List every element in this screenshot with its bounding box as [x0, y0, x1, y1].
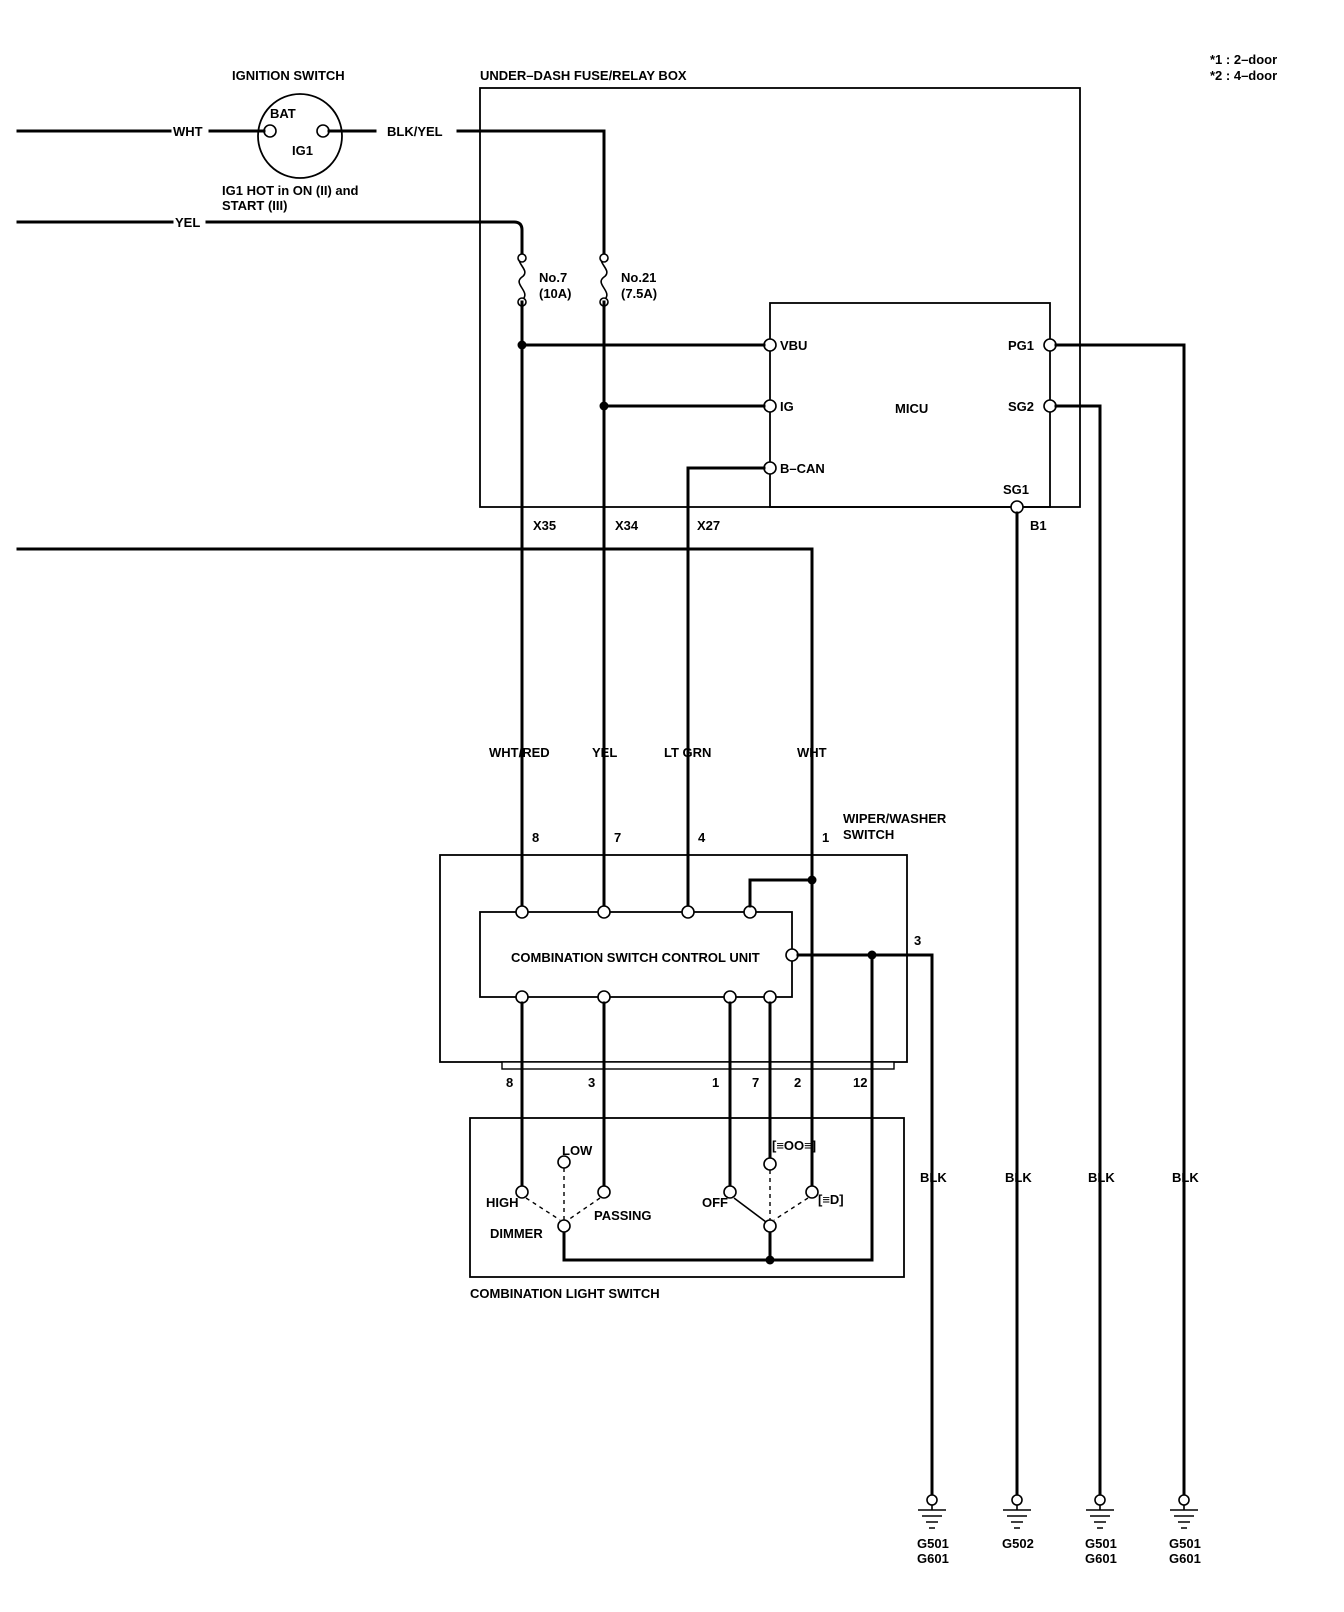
wiper-pin-top-4: 4 [698, 830, 706, 845]
wiper-washer-switch: WIPER/WASHER SWITCH 8 7 4 1 3 COMBINATIO… [439, 811, 947, 1090]
wiper-pin-bottom-1: 1 [712, 1075, 719, 1090]
wire-label-blk-1: BLK [920, 1170, 947, 1185]
wire-label-wht2: WHT [797, 745, 827, 760]
ground-g502: G502 [1002, 1494, 1034, 1551]
wiper-switch-title-1: WIPER/WASHER [843, 811, 947, 826]
wiper-pin-top-8: 8 [532, 830, 539, 845]
parking-light-icon: [≡OO≡] [772, 1138, 816, 1153]
wire-label-yel: YEL [175, 215, 200, 230]
fuse-no7-rating: (10A) [539, 286, 572, 301]
connector-x27: X27 [697, 518, 720, 533]
ignition-switch-title: IGNITION SWITCH [232, 68, 345, 83]
wire-label-blk-4: BLK [1172, 1170, 1199, 1185]
wire-label-wht: WHT [173, 124, 203, 139]
wiper-pin-bottom-12: 12 [853, 1075, 867, 1090]
light-switch-high: HIGH [486, 1195, 519, 1210]
ground-label-4b: G601 [1169, 1551, 1201, 1566]
light-switch-low: LOW [562, 1143, 593, 1158]
wiper-switch-title-2: SWITCH [843, 827, 894, 842]
headlight-icon: [≡D] [818, 1192, 844, 1207]
pin-vbu: VBU [780, 338, 807, 353]
connector-x34: X34 [615, 518, 639, 533]
micu-label: MICU [895, 401, 928, 416]
connector-x35: X35 [533, 518, 556, 533]
light-switch-dimmer: DIMMER [490, 1226, 543, 1241]
wire-label-blk-yel: BLK/YEL [387, 124, 443, 139]
fuse-no7-name: No.7 [539, 270, 567, 285]
wire-pg1-ground [1054, 343, 1186, 1500]
light-switch-off: OFF [702, 1195, 728, 1210]
ground-g501-g601-c: G501 G601 [1169, 1494, 1201, 1566]
wiper-pin-top-7: 7 [614, 830, 621, 845]
combination-light-switch: COMBINATION LIGHT SWITCH HIGH LOW DIMMER… [469, 1117, 905, 1301]
wire-label-blk-3: BLK [1088, 1170, 1115, 1185]
ignition-hot-note-2: START (III) [222, 198, 287, 213]
ground-label-1a: G501 [917, 1536, 949, 1551]
pin-sg1: SG1 [1003, 482, 1029, 497]
ground-g501-g601-b: G501 G601 [1085, 1494, 1117, 1566]
wire-wht-down [16, 547, 814, 882]
wire-label-yel2: YEL [592, 745, 617, 760]
under-dash-fuse-relay-box: UNDER–DASH FUSE/RELAY BOX No.7 (10A) No.… [479, 68, 1081, 533]
wire-label-wht-red: WHT/RED [489, 745, 550, 760]
light-switch-title: COMBINATION LIGHT SWITCH [470, 1286, 660, 1301]
wire-label-lt-grn: LT GRN [664, 745, 711, 760]
fuse-box-title: UNDER–DASH FUSE/RELAY BOX [480, 68, 687, 83]
ground-label-3b: G601 [1085, 1551, 1117, 1566]
ground-label-4a: G501 [1169, 1536, 1201, 1551]
pin-sg2: SG2 [1008, 399, 1034, 414]
wire-b-can [686, 466, 766, 509]
fuse-no21-name: No.21 [621, 270, 656, 285]
wire-label-blk-2: BLK [1005, 1170, 1032, 1185]
note-two-door: *1 : 2–door [1210, 52, 1277, 67]
pin-pg1: PG1 [1008, 338, 1034, 353]
ground-label-3a: G501 [1085, 1536, 1117, 1551]
pin-ig: IG [780, 399, 794, 414]
wiper-pin-bottom-3: 3 [588, 1075, 595, 1090]
wiper-pin-bottom-7: 7 [752, 1075, 759, 1090]
ignition-hot-note-1: IG1 HOT in ON (II) and [222, 183, 359, 198]
wiper-pin-right-3: 3 [914, 933, 921, 948]
control-unit-label: COMBINATION SWITCH CONTROL UNIT [511, 950, 760, 965]
ignition-ig1-label: IG1 [292, 143, 313, 158]
fuse-no21-rating: (7.5A) [621, 286, 657, 301]
wiper-pin-bottom-8: 8 [506, 1075, 513, 1090]
connector-b1: B1 [1030, 518, 1047, 533]
ground-label-2a: G502 [1002, 1536, 1034, 1551]
wiper-pin-top-1: 1 [822, 830, 829, 845]
pin-b-can: B–CAN [780, 461, 825, 476]
note-four-door: *2 : 4–door [1210, 68, 1277, 83]
ground-g501-g601-a: G501 G601 [917, 1494, 949, 1566]
wire-sg2-ground [1054, 404, 1102, 1500]
wiper-pin-bottom-2: 2 [794, 1075, 801, 1090]
light-switch-passing: PASSING [594, 1208, 652, 1223]
ground-label-1b: G601 [917, 1551, 949, 1566]
ignition-bat-label: BAT [270, 106, 296, 121]
wire-ground-bus [796, 953, 934, 1500]
ignition-switch: IGNITION SWITCH BAT IG1 IG1 HOT in ON (I… [222, 68, 359, 213]
wire-blk-yel [456, 129, 606, 257]
